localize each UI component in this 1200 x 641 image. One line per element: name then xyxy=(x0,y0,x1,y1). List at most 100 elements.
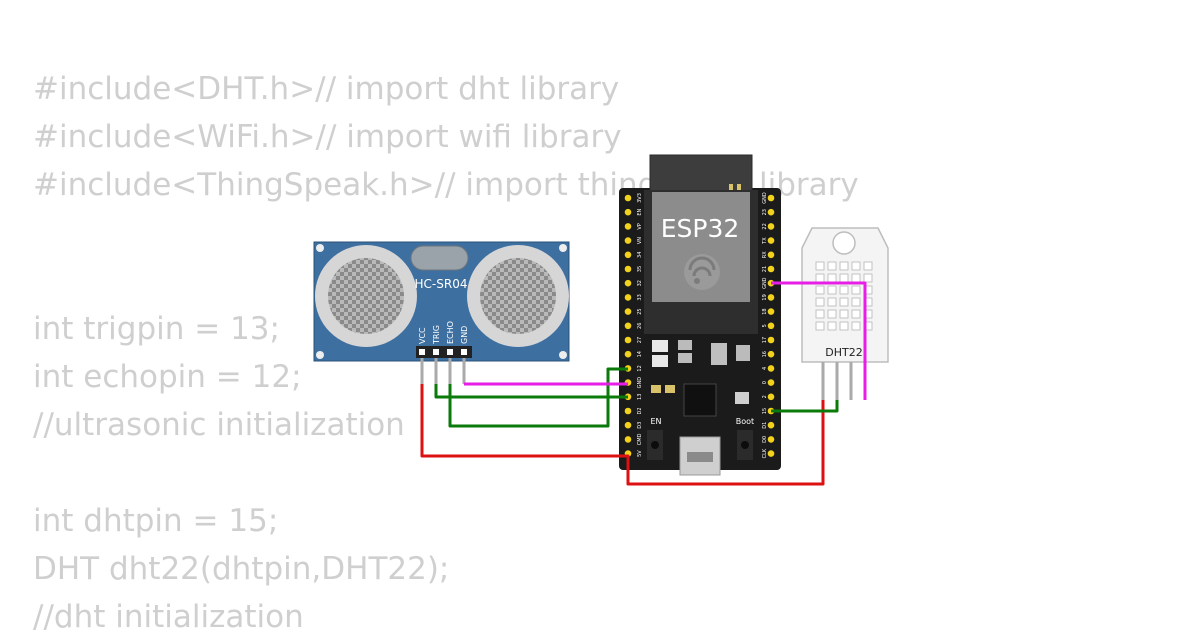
vent-slot xyxy=(827,261,837,271)
esp32-pin[interactable] xyxy=(767,251,775,259)
smd-component xyxy=(652,340,668,352)
esp32-pin[interactable] xyxy=(624,194,632,202)
esp32-pin[interactable] xyxy=(767,237,775,244)
vent-slot xyxy=(815,261,825,271)
esp32-pin[interactable] xyxy=(767,208,775,216)
voltage-regulator xyxy=(711,343,727,365)
esp32-pin-label: 18 xyxy=(762,308,768,314)
vent-slot xyxy=(827,297,837,307)
esp32-pin[interactable] xyxy=(624,279,632,287)
boot-button-cap[interactable] xyxy=(741,441,749,449)
esp32-pin[interactable] xyxy=(624,421,632,429)
pin-socket xyxy=(419,349,425,355)
esp32-pin[interactable] xyxy=(767,421,775,429)
vent-slot xyxy=(839,321,849,331)
vent-slot xyxy=(827,321,837,331)
esp32-pin-label: 5V xyxy=(637,450,643,457)
esp32-pin-label: 34 xyxy=(637,252,643,258)
esp32-pin[interactable] xyxy=(624,336,632,344)
mount-hole xyxy=(316,351,324,359)
esp32-pin[interactable] xyxy=(767,322,775,330)
esp32-pin-label: 4 xyxy=(762,367,768,370)
vent-slot xyxy=(827,273,837,283)
smd-component xyxy=(736,345,750,361)
code-block-setup: int trigpin = 13; int echopin = 12; //ul… xyxy=(33,305,449,641)
wire-dht-data-gpio15[interactable] xyxy=(771,400,839,413)
esp32-pin[interactable] xyxy=(624,308,632,315)
wire-dht-vcc[interactable] xyxy=(626,400,825,486)
esp32-pin[interactable] xyxy=(767,393,775,401)
esp32-pin[interactable] xyxy=(624,407,632,415)
code-line: DHT dht22(dhtpin,DHT22); xyxy=(33,551,450,587)
esp32-pin[interactable] xyxy=(767,436,775,443)
esp32-pin[interactable] xyxy=(624,350,632,358)
esp32-pin[interactable] xyxy=(767,223,775,230)
usb-serial-chip xyxy=(683,383,717,417)
esp32-pin-label: D1 xyxy=(762,422,768,429)
crystal-oscillator xyxy=(410,245,469,271)
vent-slot xyxy=(815,273,825,283)
esp32-pin[interactable] xyxy=(624,237,632,244)
esp32-pin-label: 15 xyxy=(762,408,768,414)
esp32-antenna xyxy=(649,154,753,193)
esp32-pin-label: CMD xyxy=(637,433,643,445)
wire-vcc-5v[interactable] xyxy=(420,384,630,458)
vent-slot xyxy=(851,273,861,283)
esp32-pin[interactable] xyxy=(624,436,632,443)
esp32-pin-label: D0 xyxy=(762,436,768,443)
esp32-pin-label: GND xyxy=(637,377,643,389)
esp32-pin-label: 19 xyxy=(762,294,768,300)
esp32-pin-label: D3 xyxy=(637,422,643,429)
wires xyxy=(420,281,867,486)
hc-sr04-sensor[interactable]: HC-SR04 VCC TRIG ECHO GND xyxy=(313,241,570,384)
esp32-pin-label: GND xyxy=(762,192,768,204)
vent-slot xyxy=(851,297,861,307)
esp32-pin[interactable] xyxy=(624,208,632,216)
esp32-pin[interactable] xyxy=(624,265,632,273)
esp32-pin-label: 13 xyxy=(637,394,643,400)
esp32-pin[interactable] xyxy=(624,251,632,259)
smd-component xyxy=(665,385,675,393)
boot-label: Boot xyxy=(736,417,754,426)
esp32-pin[interactable] xyxy=(767,379,775,386)
esp32-pin-label: 27 xyxy=(637,337,643,343)
code-line: //dht initialization xyxy=(33,599,304,635)
esp32-pin[interactable] xyxy=(767,365,775,372)
usb-port-opening xyxy=(687,452,713,462)
smd-component xyxy=(735,392,749,404)
esp32-pin[interactable] xyxy=(767,450,775,457)
vent-slot xyxy=(863,273,873,283)
esp32-pin[interactable] xyxy=(767,194,775,202)
smd-component xyxy=(651,385,661,393)
esp32-pin[interactable] xyxy=(767,350,775,358)
vent-slot xyxy=(839,309,849,319)
wire-dht-gnd[interactable] xyxy=(771,281,867,400)
esp32-pin[interactable] xyxy=(624,223,632,230)
esp32-pin-label: 14 xyxy=(637,351,643,357)
esp32-pin-label: 16 xyxy=(762,351,768,357)
wire-echo-gpio12[interactable] xyxy=(448,367,628,428)
esp32-pin[interactable] xyxy=(767,265,775,273)
vent-slot xyxy=(815,309,825,319)
dht22-sensor[interactable]: DHT22 xyxy=(801,227,889,400)
esp32-pin[interactable] xyxy=(767,294,775,301)
pin-label-echo: ECHO xyxy=(446,321,455,344)
en-button-cap[interactable] xyxy=(651,441,659,449)
esp32-pin[interactable] xyxy=(767,336,775,344)
wire-trig-gpio13[interactable] xyxy=(434,384,628,399)
esp32-pin-label: 21 xyxy=(762,266,768,272)
esp32-pin-label: VN xyxy=(637,237,643,244)
esp32-pin-label: 3V3 xyxy=(637,193,643,203)
esp32-pin-label: 26 xyxy=(637,323,643,329)
esp32-pin[interactable] xyxy=(624,294,632,301)
esp32-pin[interactable] xyxy=(767,308,775,315)
esp32-pin-label: GND xyxy=(762,277,768,289)
esp32-board[interactable]: ESP32 3V3ENVPVN343532332526271412GND13D2… xyxy=(619,154,781,476)
esp32-pin[interactable] xyxy=(624,322,632,330)
hc-sr04-label: HC-SR04 xyxy=(415,277,468,291)
mount-hole xyxy=(559,244,567,252)
code-line: int dhtpin = 15; xyxy=(33,503,279,539)
code-line: #include<WiFi.h>// import wifi library xyxy=(33,119,622,155)
smd-component xyxy=(678,353,692,363)
